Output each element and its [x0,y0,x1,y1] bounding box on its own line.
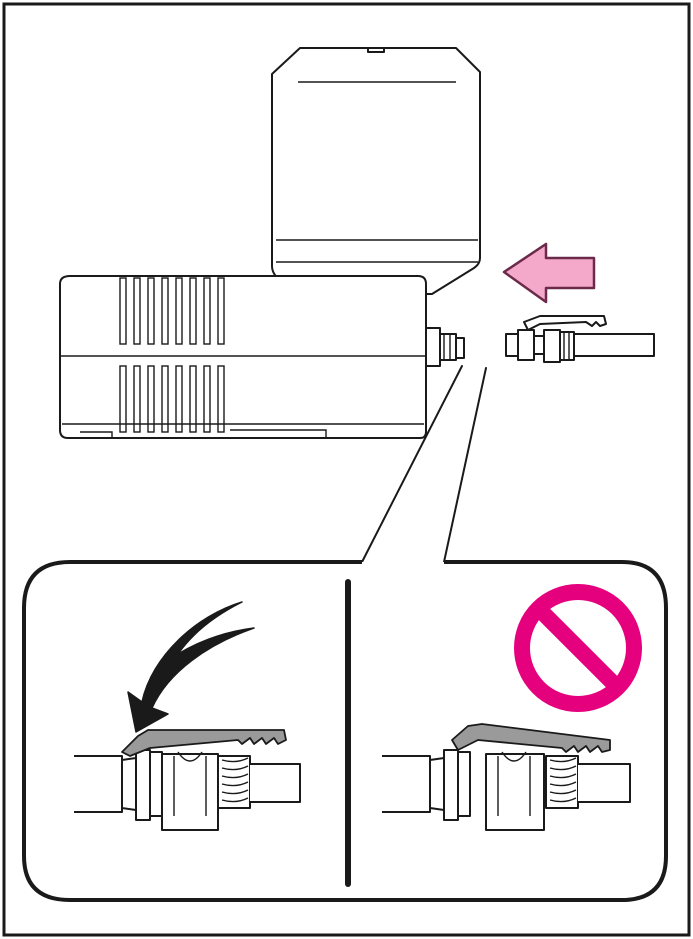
vent-lower [119,365,225,433]
water-tank [271,47,481,295]
latch-lever-raised [451,723,611,753]
vent-upper [119,277,225,345]
arrow-left-icon [502,242,596,304]
prohibited-icon [514,584,642,712]
curved-arrow-icon [127,601,255,733]
incorrect-connection-panel [382,584,642,831]
spring-coil-right [545,755,579,809]
callout-line-right [443,367,487,563]
callout-line-left [361,365,463,563]
latch-lever [121,729,287,757]
main-unit [59,275,465,439]
hose-connector-small [505,315,655,363]
correct-connection-panel [74,601,301,831]
spring-coil [217,755,251,809]
outlet-fitting [425,327,465,367]
